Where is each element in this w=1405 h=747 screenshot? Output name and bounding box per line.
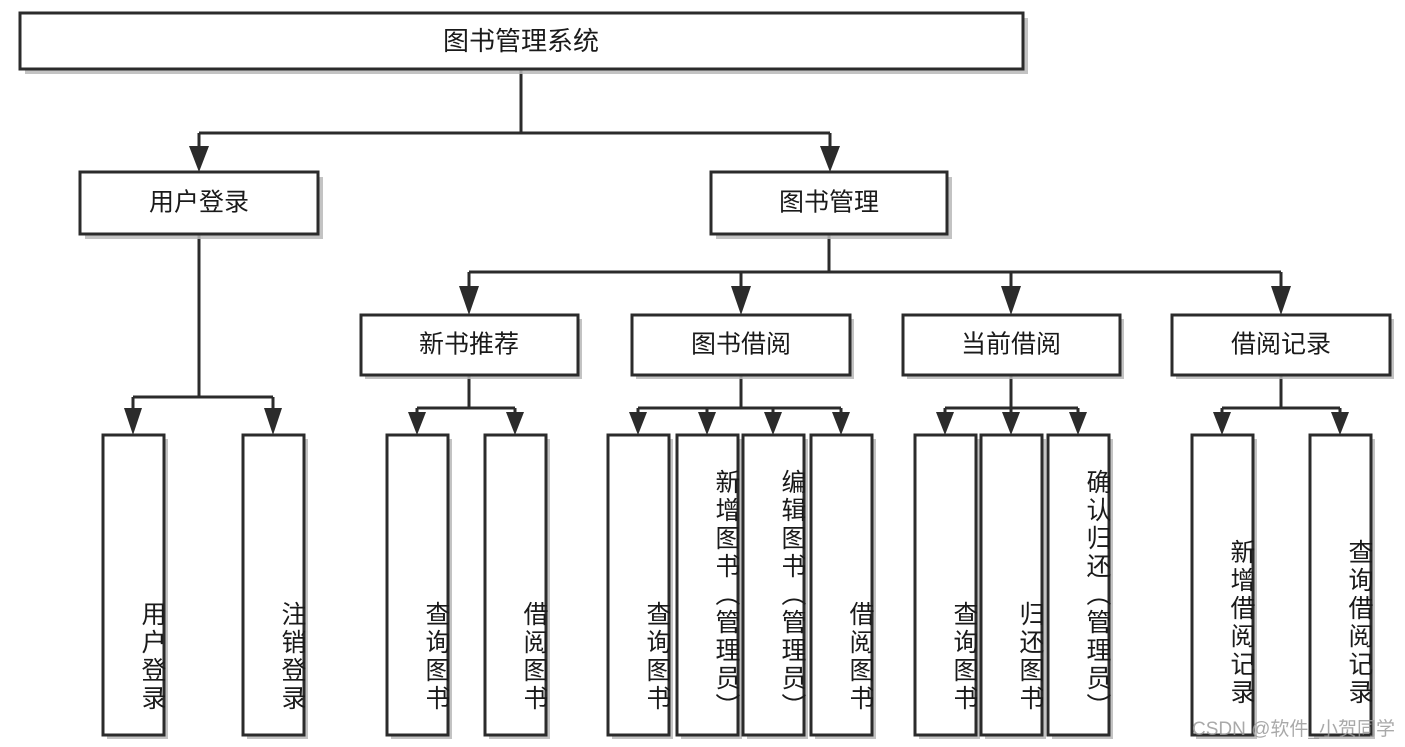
node-leaf-add-book[interactable] [675,433,742,739]
csdn-watermark: CSDN @软件_小贺同学 [1192,719,1395,740]
arrow-head-book-manage [820,146,840,172]
node-leaf-query-book-1[interactable] [385,433,452,739]
node-book-borrow[interactable]: 图书借阅 [630,313,854,379]
connector-layer [124,69,1349,435]
connector-book-borrow-bus [636,375,843,414]
connector-user-login-bus [131,234,275,410]
node-user-login[interactable]: 用户登录 [78,170,323,239]
node-leaf-add-record[interactable] [1190,433,1257,739]
arrow-head-new-book-recommend [459,286,479,315]
arrow-head-leaf-query-record [1331,412,1349,435]
connector-borrow-record-bus [1220,375,1342,414]
arrow-head-leaf-add-book [698,412,716,435]
node-leaf-confirm-return[interactable] [1046,433,1113,739]
node-book-manage-label: 图书管理 [779,189,879,217]
arrow-head-leaf-user-login [124,408,142,435]
arrow-head-leaf-query-book-3 [936,412,954,435]
node-leaf-edit-book[interactable] [741,433,808,739]
node-leaf-user-login[interactable] [101,433,168,739]
node-new-book-recommend-label: 新书推荐 [419,331,519,359]
node-root-label: 图书管理系统 [443,26,599,56]
node-current-borrow-label: 当前借阅 [961,331,1061,359]
arrow-head-leaf-edit-book [764,412,782,435]
arrow-head-current-borrow [1001,286,1021,315]
arrow-head-leaf-confirm-return [1069,412,1087,435]
arrow-head-leaf-return-book [1002,412,1020,435]
arrow-head-user-login [189,146,209,172]
node-leaf-query-record[interactable] [1308,433,1375,739]
node-leaf-query-book-2[interactable] [606,433,673,739]
arrow-head-borrow-record [1271,286,1291,315]
node-book-manage[interactable]: 图书管理 [709,170,952,239]
node-borrow-record[interactable]: 借阅记录 [1170,313,1394,379]
arrow-head-leaf-borrow-book-2 [832,412,850,435]
node-current-borrow[interactable]: 当前借阅 [901,313,1124,379]
node-leaf-return-book[interactable] [979,433,1046,739]
node-root[interactable]: 图书管理系统 [18,11,1028,74]
connector-new-book-recommend-bus [415,375,517,414]
connector-book-manage-bus [467,234,1283,288]
arrow-head-book-borrow [731,286,751,315]
connector-root-to-level2-bus [197,69,832,148]
node-leaf-query-book-3[interactable] [913,433,980,739]
node-book-borrow-label: 图书借阅 [691,331,791,359]
arrow-head-leaf-add-record [1213,412,1231,435]
node-borrow-record-label: 借阅记录 [1231,331,1331,359]
arrow-head-leaf-query-book-1 [408,412,426,435]
arrow-head-leaf-borrow-book-1 [506,412,524,435]
node-layer: 图书管理系统 用户登录 图书管理 新书推荐 [18,11,1394,739]
node-leaf-borrow-book-1[interactable] [483,433,550,739]
arrow-head-leaf-query-book-2 [629,412,647,435]
node-user-login-label: 用户登录 [149,189,249,217]
arrow-head-leaf-logout [264,408,282,435]
node-new-book-recommend[interactable]: 新书推荐 [359,313,582,379]
node-leaf-logout[interactable] [241,433,308,739]
node-leaf-borrow-book-2[interactable] [809,433,876,739]
connector-current-borrow-bus [943,375,1080,414]
